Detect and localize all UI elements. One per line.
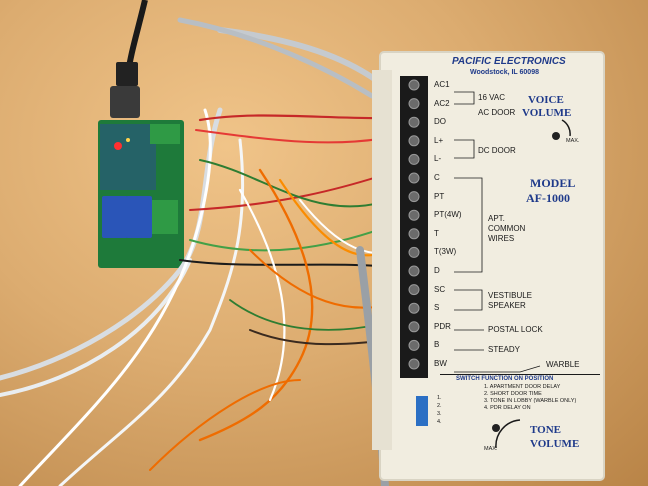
terminal-screw xyxy=(408,116,420,128)
terminal-screws xyxy=(408,79,420,370)
brand-address: Woodstock, IL 60098 xyxy=(470,69,539,76)
group-steady: STEADY xyxy=(488,345,521,354)
tone-max-label: MAX. xyxy=(484,446,498,452)
terminal-label: S xyxy=(434,303,440,313)
brand-name: PACIFIC ELECTRONICS xyxy=(452,56,566,67)
switch-title: SWITCH FUNCTION ON POSITION xyxy=(456,376,554,382)
voice-volume-knob xyxy=(552,132,560,140)
group-vestibule-2: SPEAKER xyxy=(488,301,526,310)
terminal-label: DO xyxy=(434,117,446,127)
power-led xyxy=(114,142,122,150)
terminal-screw xyxy=(408,135,420,147)
usb-plug xyxy=(116,62,138,86)
group-dc-door: DC DOOR xyxy=(478,146,516,155)
terminal-label: T xyxy=(434,228,439,238)
terminal-screw xyxy=(408,79,420,91)
terminal-screw xyxy=(408,358,420,370)
model-label: MODEL xyxy=(530,176,576,190)
tone-volume-2: VOLUME xyxy=(530,438,580,450)
switch-fn-2: 2. SHORT DOOR TIME xyxy=(484,391,542,397)
voice-volume-1: VOICE xyxy=(528,94,564,106)
group-apt-3: WIRES xyxy=(488,234,515,243)
group-warble: WARBLE xyxy=(546,360,580,369)
dip-label-1: 1. xyxy=(437,395,442,401)
model-number: AF-1000 xyxy=(526,191,570,205)
terminal-screw xyxy=(408,339,420,351)
voice-max-label: MAX. xyxy=(566,138,580,144)
group-apt-2: COMMON xyxy=(488,224,526,233)
terminal-screw xyxy=(408,153,420,165)
voice-volume-2: VOLUME xyxy=(522,107,572,119)
dip-label-4: 4. xyxy=(437,419,442,425)
group-16vac: 16 VAC xyxy=(478,93,505,102)
terminal-label: PT xyxy=(434,191,445,201)
relay-1 xyxy=(102,196,128,238)
terminal-screw xyxy=(408,321,420,333)
relay-board xyxy=(98,120,184,268)
group-vestibule-1: VESTIBULE xyxy=(488,291,533,300)
dip-switch xyxy=(416,396,428,426)
terminal-screw xyxy=(408,246,420,258)
terminal-label: AC2 xyxy=(434,98,450,108)
terminal-label: L+ xyxy=(434,135,444,145)
terminal-screw xyxy=(408,284,420,296)
terminal-label: SC xyxy=(434,284,446,294)
terminal-label: AC1 xyxy=(434,80,450,89)
terminal-label: C xyxy=(434,173,440,182)
terminal-screw xyxy=(408,209,420,221)
terminal-screw xyxy=(408,191,420,203)
tone-volume-knob xyxy=(492,424,500,432)
terminal-screw xyxy=(408,172,420,184)
terminal-screw xyxy=(408,228,420,240)
switch-fn-4: 4. PDR DELAY ON xyxy=(484,405,531,411)
tone-volume-1: TONE xyxy=(530,424,561,436)
terminal-label: T(3W) xyxy=(434,247,457,257)
terminal-label: BW xyxy=(434,359,447,368)
wire-bundle xyxy=(0,17,407,486)
bracket-lines xyxy=(454,91,541,373)
relay-2 xyxy=(126,196,152,238)
terminal-label: D xyxy=(434,266,440,275)
switch-fn-1: 1. APARTMENT DOOR DELAY xyxy=(484,384,561,390)
terminal-screw xyxy=(408,98,420,110)
terminal-screw xyxy=(408,265,420,277)
terminal-label: L- xyxy=(434,154,442,164)
dip-label-3: 3. xyxy=(437,411,442,417)
switch-fn-3: 3. TONE IN LOBBY (WARBLE ONLY) xyxy=(484,398,577,404)
usb-connector xyxy=(110,86,140,118)
terminal-label: PT(4W) xyxy=(434,210,462,220)
group-ac-door: AC DOOR xyxy=(478,108,516,117)
group-postal-lock: POSTAL LOCK xyxy=(488,325,543,334)
terminal-label: PDR xyxy=(434,321,451,331)
terminal-label: B xyxy=(434,340,440,350)
dip-label-2: 2. xyxy=(437,403,442,409)
group-apt-1: APT. xyxy=(488,214,505,223)
terminal-screw xyxy=(408,302,420,314)
